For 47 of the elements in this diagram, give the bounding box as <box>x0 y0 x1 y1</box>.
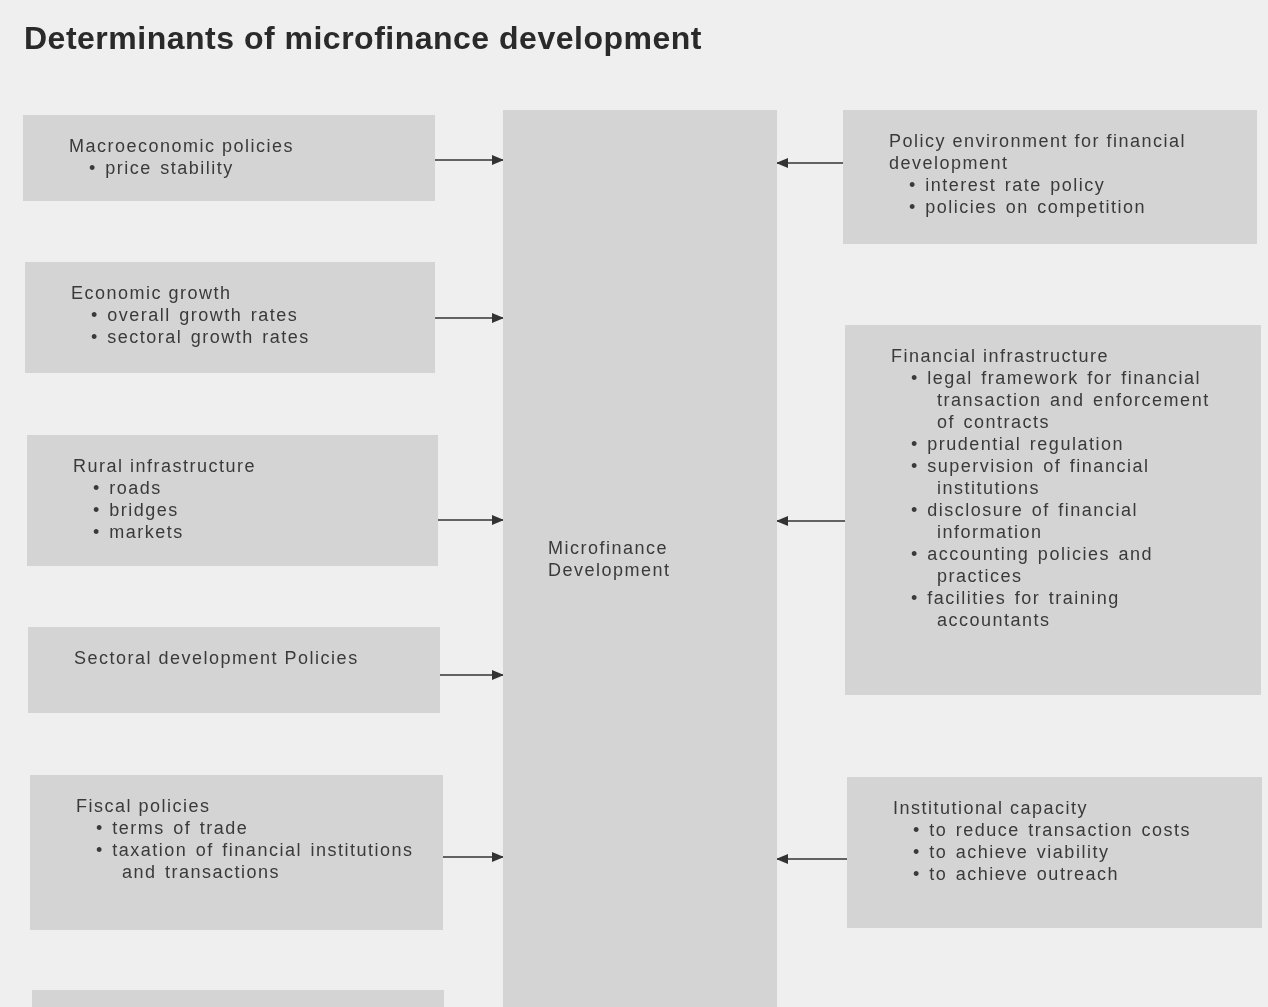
bullet-item: • bridges <box>93 499 180 521</box>
factor-box <box>28 627 440 713</box>
box-heading: Fiscal policies <box>76 795 212 817</box>
factor-box <box>30 775 443 930</box>
arrow <box>434 313 504 323</box>
box-heading: Economic growth <box>71 282 233 304</box>
factor-box <box>503 110 777 1007</box>
arrow <box>776 516 846 526</box>
factor-box <box>847 777 1262 928</box>
bullet-item: • facilities for training accountants <box>911 587 1121 631</box>
bullet-item: • interest rate policy <box>909 174 1107 196</box>
bullet-item: • sectoral growth rates <box>91 326 311 348</box>
bullet-item: • overall growth rates <box>91 304 300 326</box>
empty-box <box>32 990 444 1007</box>
box-heading: Sectoral development Policies <box>74 647 360 669</box>
bullet-item: • policies on competition <box>909 196 1147 218</box>
arrow <box>442 852 504 862</box>
arrow <box>434 155 504 165</box>
bullet-item: • roads <box>93 477 163 499</box>
arrow <box>439 670 504 680</box>
factor-box <box>843 110 1257 244</box>
bullet-item: • disclosure of financial information <box>911 499 1139 543</box>
bullet-item: • taxation of financial institutions and transactions <box>96 839 415 883</box>
box-heading: Financial infrastructure <box>891 345 1111 367</box>
bullet-item: • markets <box>93 521 185 543</box>
bullet-item: • price stability <box>89 157 235 179</box>
arrow <box>776 158 844 168</box>
box-heading: Rural infrastructure <box>73 455 258 477</box>
bullet-item: • to achieve viability <box>913 841 1111 863</box>
bullet-item: • legal framework for financial transaction and enforcement of contracts <box>911 367 1211 433</box>
factor-box <box>845 325 1261 695</box>
box-heading: Institutional capacity <box>893 797 1090 819</box>
bullet-item: • to achieve outreach <box>913 863 1120 885</box>
box-heading: Microfinance Development <box>547 536 672 581</box>
box-heading: Policy environment for financial development <box>889 130 1188 174</box>
factor-box <box>23 115 435 201</box>
bullet-item: • accounting policies and practices <box>911 543 1154 587</box>
bullet-item: • to reduce transaction costs <box>913 819 1192 841</box>
arrow <box>776 854 848 864</box>
factor-box <box>25 262 435 373</box>
bullet-item: • terms of trade <box>96 817 250 839</box>
factor-box <box>27 435 438 566</box>
bullet-item: • prudential regulation <box>911 433 1125 455</box>
bullet-item: • supervision of financial institutions <box>911 455 1151 499</box>
arrow <box>437 515 504 525</box>
diagram-title: Determinants of microfinance development <box>24 19 702 58</box>
box-heading: Macroeconomic policies <box>69 135 296 157</box>
